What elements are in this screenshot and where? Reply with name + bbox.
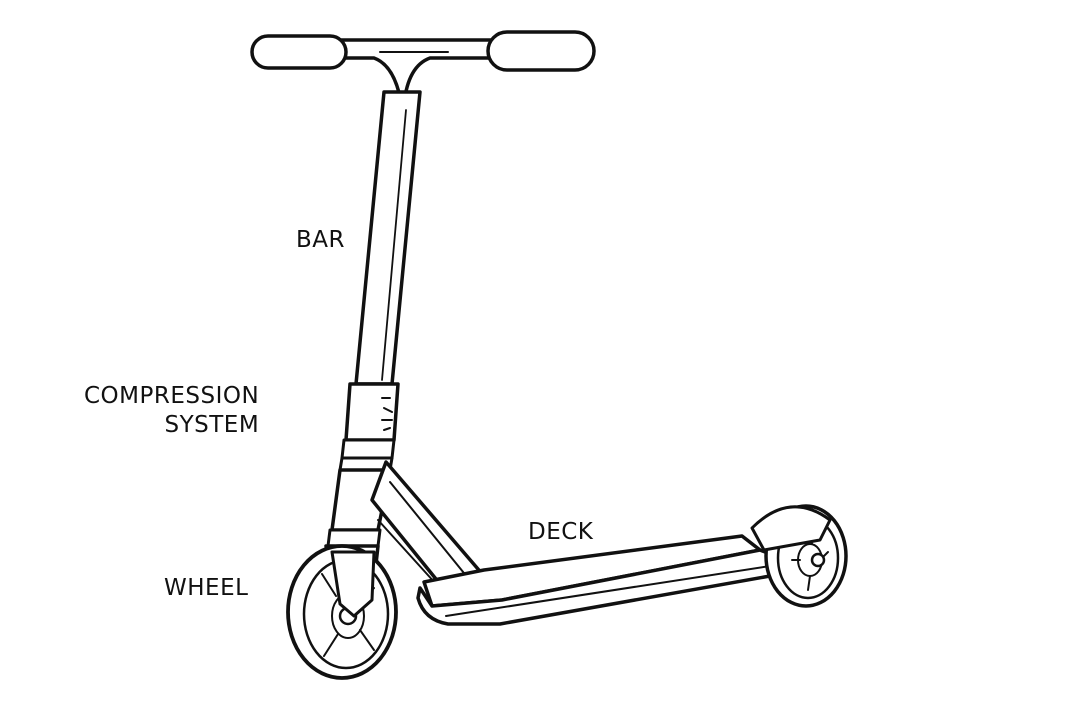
label-compression-line2: SYSTEM: [164, 412, 260, 438]
bar-stem: [354, 90, 422, 386]
neck: [370, 460, 486, 586]
front-wheel: [286, 544, 398, 680]
deck-board: [416, 534, 802, 626]
label-bar: BAR: [296, 227, 345, 253]
label-deck: DECK: [528, 519, 594, 545]
handlebar: [250, 30, 596, 110]
compression-clamp: [338, 382, 400, 472]
label-compression-system: COMPRESSION SYSTEM: [84, 382, 259, 440]
label-compression-line1: COMPRESSION: [84, 383, 260, 409]
rear-wheel: [750, 504, 848, 608]
label-wheel: WHEEL: [164, 575, 249, 601]
